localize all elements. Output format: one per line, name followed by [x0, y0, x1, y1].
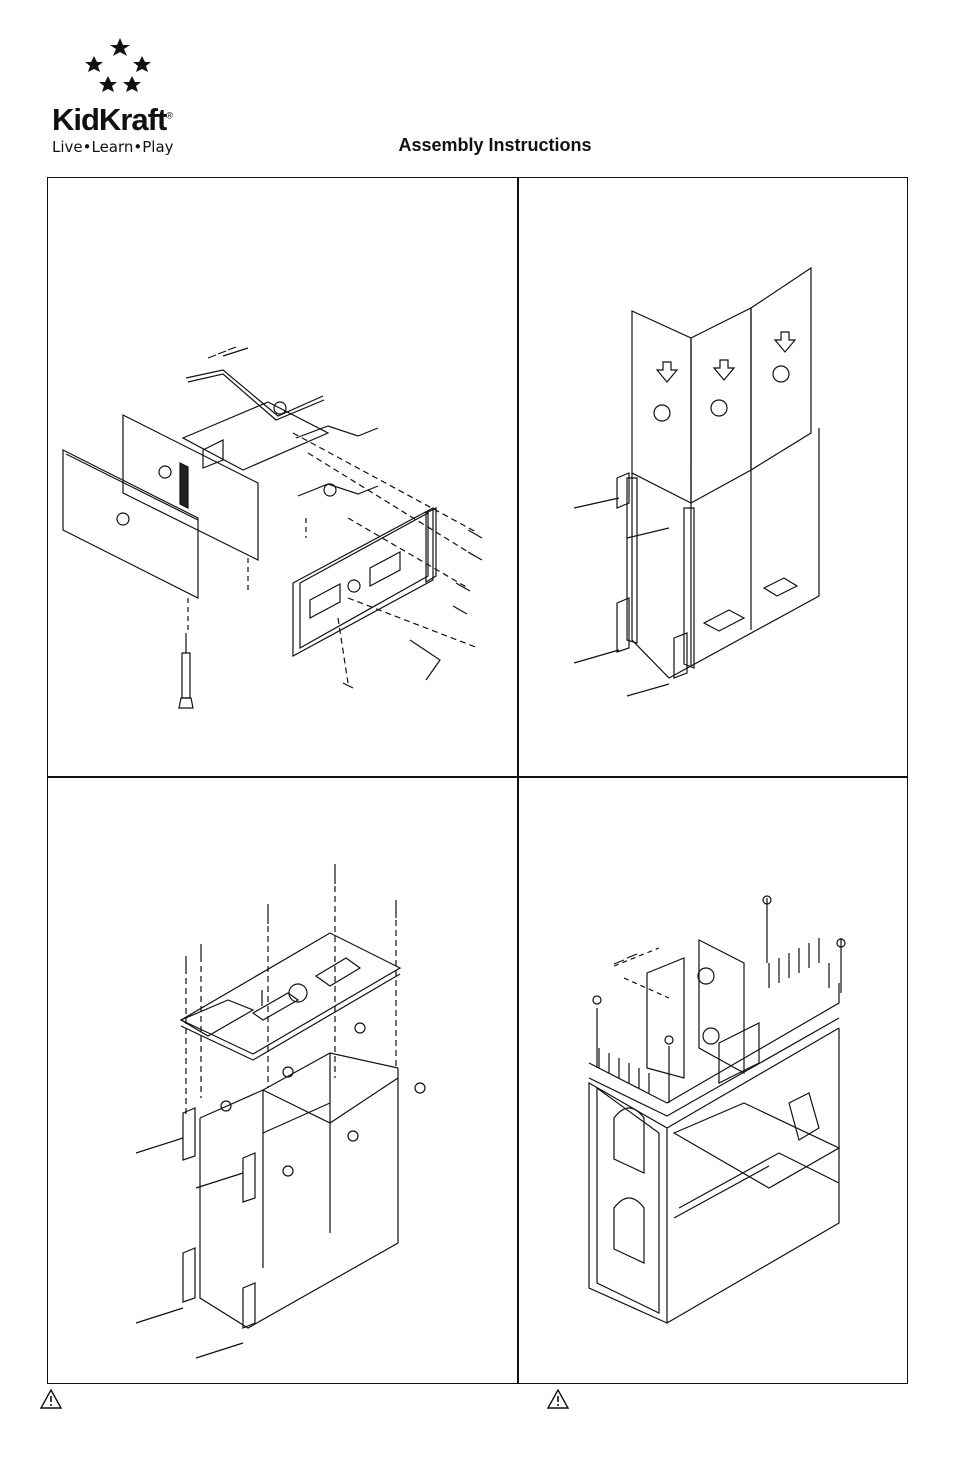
completed-dollhouse-diagram [519, 778, 908, 1384]
step-3-panel [48, 778, 517, 1384]
exploded-bookcase-diagram [48, 178, 517, 776]
step-2-panel [519, 178, 908, 776]
divider-panels-insert-diagram [519, 178, 908, 776]
brand-name: KidKraft® [52, 102, 172, 138]
step-1-panel [48, 178, 517, 776]
page-title: Assembly Instructions [0, 135, 954, 156]
warning-triangle-icon [547, 1389, 569, 1409]
stars-icon [80, 36, 160, 98]
top-panel-attach-diagram [48, 778, 517, 1384]
warning-triangle-icon [40, 1389, 62, 1409]
step-4-panel [519, 778, 908, 1384]
